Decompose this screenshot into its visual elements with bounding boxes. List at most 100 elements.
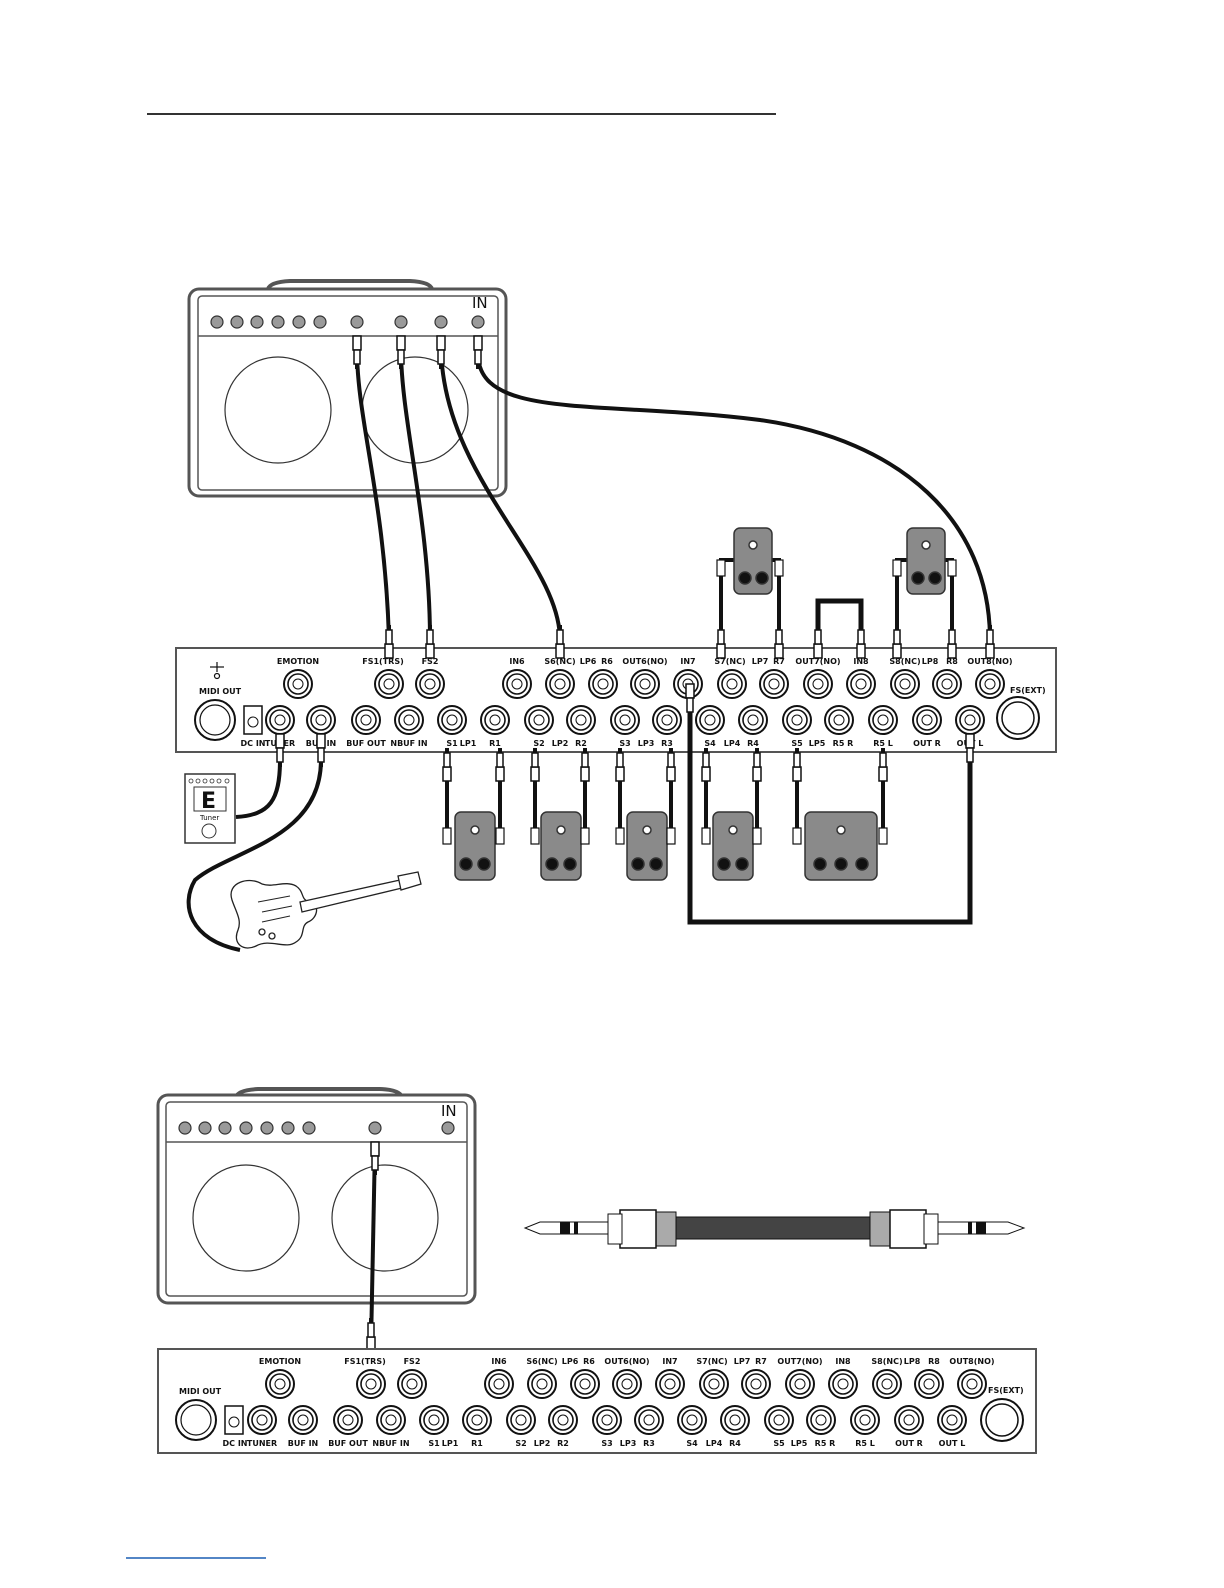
jack-bottom-row[interactable] (652, 705, 682, 735)
jack-label-bottom: S5 (791, 739, 803, 748)
jack-label-top: LP6 (562, 1357, 579, 1366)
jack-top-row[interactable] (265, 1369, 295, 1399)
jack-top-row[interactable] (890, 669, 920, 699)
jack-bottom-row[interactable] (376, 1405, 406, 1435)
jack-label-top: R8 (946, 657, 958, 666)
fs-ext-jack[interactable] (996, 696, 1040, 740)
jack-top-row[interactable] (374, 669, 404, 699)
jack-label-bottom: S1 (446, 739, 458, 748)
jack-top-row[interactable] (570, 1369, 600, 1399)
jack-top-row[interactable] (759, 669, 789, 699)
jack-top-row[interactable] (828, 1369, 858, 1399)
dc-in-jack[interactable] (224, 1405, 244, 1435)
jack-bottom-row[interactable] (764, 1405, 794, 1435)
jack-label-bottom: S3 (619, 739, 630, 748)
jack-bottom-row[interactable] (738, 705, 768, 735)
fs-ext-jack[interactable] (980, 1398, 1024, 1442)
jack-top-row[interactable] (588, 669, 618, 699)
jack-top-row[interactable] (397, 1369, 427, 1399)
jack-label-bottom: R4 (729, 1439, 741, 1448)
dc-in-jack[interactable] (243, 705, 263, 735)
midi-out-jack[interactable] (175, 1399, 217, 1441)
jack-bottom-row[interactable] (955, 705, 985, 735)
jack-bottom-row[interactable] (695, 705, 725, 735)
jack-label-bottom: BUF OUT (328, 1439, 368, 1448)
jack-label-top: OUT7(NO) (795, 657, 840, 666)
jack-top-row[interactable] (846, 669, 876, 699)
jack-bottom-row[interactable] (806, 1405, 836, 1435)
jack-label-top: LP6 (580, 657, 597, 666)
jack-bottom-row[interactable] (912, 705, 942, 735)
jack-bottom-row[interactable] (634, 1405, 664, 1435)
jack-label-bottom: BUF IN (288, 1439, 319, 1448)
jack-bottom-row[interactable] (506, 1405, 536, 1435)
jack-bottom-row[interactable] (306, 705, 336, 735)
jack-top-row[interactable] (502, 669, 532, 699)
jack-top-row[interactable] (415, 669, 445, 699)
jack-label-top: FS2 (404, 1357, 421, 1366)
jack-bottom-row[interactable] (677, 1405, 707, 1435)
jack-top-row[interactable] (612, 1369, 642, 1399)
jack-label-top: R8 (928, 1357, 940, 1366)
jack-label-top: S7(NC) (714, 657, 745, 666)
jack-bottom-row[interactable] (265, 705, 295, 735)
jack-bottom-row[interactable] (247, 1405, 277, 1435)
jack-bottom-row[interactable] (720, 1405, 750, 1435)
jack-top-row[interactable] (872, 1369, 902, 1399)
midi-out-jack[interactable] (194, 699, 236, 741)
jack-bottom-row[interactable] (610, 705, 640, 735)
jack-top-row[interactable] (356, 1369, 386, 1399)
jack-top-row[interactable] (803, 669, 833, 699)
jack-bottom-row[interactable] (937, 1405, 967, 1435)
jack-top-row[interactable] (975, 669, 1005, 699)
jack-top-row[interactable] (785, 1369, 815, 1399)
jack-bottom-row[interactable] (548, 1405, 578, 1435)
jack-bottom-row[interactable] (288, 1405, 318, 1435)
jack-label-top: IN8 (853, 657, 869, 666)
jack-bottom-row[interactable] (592, 1405, 622, 1435)
jack-label-top: IN8 (835, 1357, 851, 1366)
jack-label-top: FS2 (422, 657, 439, 666)
jack-top-row[interactable] (914, 1369, 944, 1399)
jack-label-top: OUT7(NO) (777, 1357, 822, 1366)
jack-top-row[interactable] (545, 669, 575, 699)
jack-top-row[interactable] (630, 669, 660, 699)
jack-bottom-row[interactable] (868, 705, 898, 735)
jack-bottom-row[interactable] (437, 705, 467, 735)
jack-label-top: R7 (755, 1357, 767, 1366)
jack-top-row[interactable] (699, 1369, 729, 1399)
jack-top-row[interactable] (484, 1369, 514, 1399)
jack-top-row[interactable] (655, 1369, 685, 1399)
jack-bottom-row[interactable] (394, 705, 424, 735)
jack-top-row[interactable] (741, 1369, 771, 1399)
jack-bottom-row[interactable] (850, 1405, 880, 1435)
jack-bottom-row[interactable] (462, 1405, 492, 1435)
jack-bottom-row[interactable] (894, 1405, 924, 1435)
jack-label-bottom: R1 (471, 1439, 483, 1448)
jack-top-row[interactable] (717, 669, 747, 699)
jack-bottom-row[interactable] (524, 705, 554, 735)
jack-label-bottom: R1 (489, 739, 501, 748)
jack-top-row[interactable] (283, 669, 313, 699)
jack-bottom-row[interactable] (351, 705, 381, 735)
jack-bottom-row[interactable] (824, 705, 854, 735)
amp-top-in-label: IN (472, 294, 488, 312)
jack-label-top: IN6 (509, 657, 525, 666)
ground-icon (210, 662, 224, 680)
jack-label-top: EMOTION (259, 1357, 301, 1366)
jack-bottom-row[interactable] (480, 705, 510, 735)
jack-label-bottom: TUNER (247, 1439, 277, 1448)
jack-label-bottom: R2 (575, 739, 587, 748)
jack-top-row[interactable] (527, 1369, 557, 1399)
jack-bottom-row[interactable] (419, 1405, 449, 1435)
jack-top-row[interactable] (957, 1369, 987, 1399)
jack-bottom-row[interactable] (782, 705, 812, 735)
jack-bottom-row[interactable] (566, 705, 596, 735)
jack-bottom-row[interactable] (333, 1405, 363, 1435)
jack-top-row[interactable] (932, 669, 962, 699)
jack-label-bottom: R3 (643, 1439, 655, 1448)
jack-label-top: S8(NC) (871, 1357, 902, 1366)
jack-label-bottom: LP4 (706, 1439, 723, 1448)
